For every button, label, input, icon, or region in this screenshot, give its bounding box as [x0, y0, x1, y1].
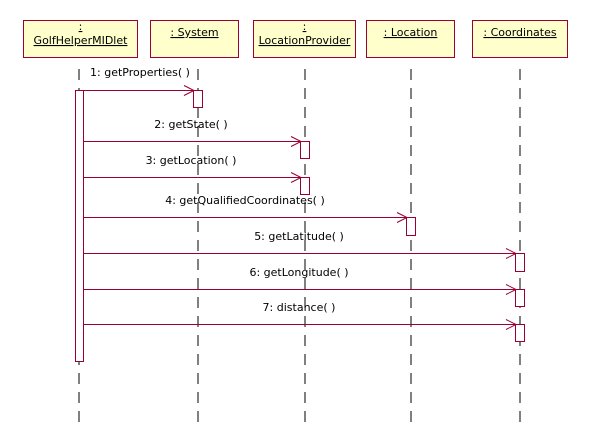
message-label-4: 4: getQualifiedCoordinates( ): [165, 194, 325, 207]
activation-bar-coordinates-5: [515, 253, 525, 272]
message-arrowhead-2: [290, 136, 303, 147]
participant-label-locprovider: :: [303, 20, 307, 33]
activation-bar-location-4: [406, 217, 416, 236]
participant-label-coordinates: : Coordinates: [483, 26, 557, 39]
message-label-1: 1: getProperties( ): [90, 66, 190, 79]
participant-box-golfhelper: [23, 20, 138, 58]
activation-bar-coordinates-6: [515, 289, 525, 307]
message-arrowhead-5: [505, 248, 518, 259]
message-label-7: 7: distance( ): [263, 301, 336, 314]
participant-label-golfhelper: GolfHelperMIDlet: [34, 34, 129, 47]
message-arrowhead-6: [505, 284, 518, 295]
participant-label-location: : Location: [384, 26, 438, 39]
messages: 1: getProperties( ) 2: getState( ) 3: getL…: [83, 66, 518, 330]
activation-bar-locprovider-2: [300, 141, 310, 159]
participant-box-system: [150, 20, 239, 58]
message-arrowhead-3: [290, 172, 303, 183]
message-label-2: 2: getState( ): [154, 118, 227, 131]
participant-label-locprovider: LocationProvider: [259, 34, 351, 47]
participant-label-golfhelper: :: [79, 20, 83, 33]
participant-box-location: [366, 20, 455, 58]
participant-box-coordinates: [472, 20, 568, 58]
participant-box-locprovider: [253, 20, 356, 58]
message-arrowhead-4: [396, 212, 409, 223]
message-label-6: 6: getLongitude( ): [249, 266, 348, 279]
message-arrowhead-7: [505, 319, 518, 330]
activation-bar-system-1: [193, 90, 203, 108]
message-label-5: 5: getLatitude( ): [254, 230, 344, 243]
participant-label-system: : System: [170, 26, 218, 39]
lifelines: [78, 69, 521, 425]
activation-bar-locprovider-3: [300, 177, 310, 195]
message-arrowhead-1: [183, 85, 196, 96]
activation-bar-coordinates-7: [515, 324, 525, 342]
activation-bars: [75, 90, 525, 362]
message-label-3: 3: getLocation( ): [146, 154, 237, 167]
activation-bar-golfhelper: [75, 90, 84, 362]
participant-headers: :GolfHelperMIDlet: System:LocationProvid…: [23, 20, 568, 58]
